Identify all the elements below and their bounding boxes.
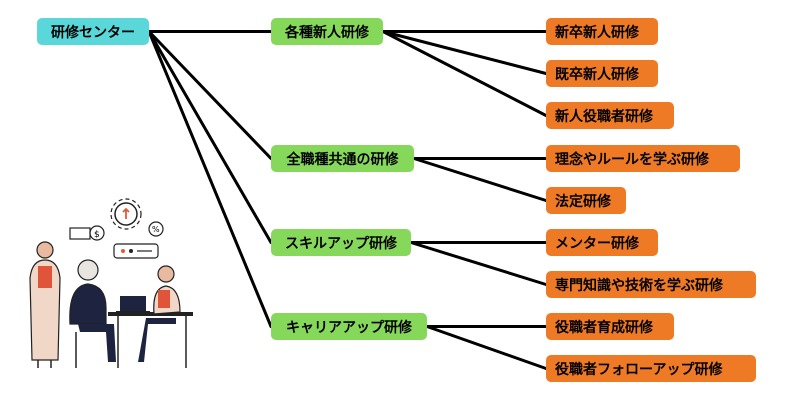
program-label: 役職者フォローアップ研修 xyxy=(555,361,723,378)
program-node: 法定研修 xyxy=(546,187,626,214)
table xyxy=(108,312,193,368)
program-node: 新卒新人研修 xyxy=(546,18,658,45)
root-node: 研修センター xyxy=(37,18,149,45)
program-label: 既卒新人研修 xyxy=(555,66,639,83)
category-node-new-hire: 各種新人研修 xyxy=(271,18,383,45)
connector-root-to-category xyxy=(147,30,273,244)
program-node: 理念やルールを学ぶ研修 xyxy=(546,145,740,172)
svg-text:$: $ xyxy=(94,230,100,240)
category-label: 各種新人研修 xyxy=(285,24,369,41)
program-node: メンター研修 xyxy=(546,229,658,256)
program-node: 役職者フォローアップ研修 xyxy=(546,355,756,382)
standing-person xyxy=(29,241,61,368)
program-label: 法定研修 xyxy=(555,193,611,210)
program-label: 新卒新人研修 xyxy=(555,24,639,41)
chat-bubble-icon xyxy=(113,243,159,259)
program-label: 新人役職者研修 xyxy=(555,108,653,125)
seated-person-right xyxy=(138,265,181,362)
connector-category-to-program xyxy=(381,30,548,117)
money-icon: $ xyxy=(69,225,105,241)
program-label: 専門知識や技術を学ぶ研修 xyxy=(555,277,723,294)
seated-person-left xyxy=(69,259,116,368)
program-label: 役職者育成研修 xyxy=(555,319,653,336)
program-node: 新人役職者研修 xyxy=(546,102,674,129)
gear-icon xyxy=(110,198,142,230)
program-node: 役職者育成研修 xyxy=(546,313,674,340)
program-node: 専門知識や技術を学ぶ研修 xyxy=(546,271,756,298)
program-node: 既卒新人研修 xyxy=(546,60,658,87)
connector-root-to-category xyxy=(147,30,273,328)
category-node-career-up: キャリアアップ研修 xyxy=(271,313,427,340)
category-label: キャリアアップ研修 xyxy=(286,319,412,336)
category-node-skill-up: スキルアップ研修 xyxy=(271,229,411,256)
connector-category-to-program xyxy=(381,30,548,75)
program-label: 理念やルールを学ぶ研修 xyxy=(555,151,709,168)
svg-text:%: % xyxy=(152,225,160,234)
connector-category-to-program xyxy=(425,325,548,370)
percent-icon: % xyxy=(148,221,164,237)
category-label: スキルアップ研修 xyxy=(285,235,397,252)
connector-category-to-program xyxy=(409,241,548,286)
category-label: 全職種共通の研修 xyxy=(286,151,399,168)
program-label: メンター研修 xyxy=(555,235,639,252)
connector-category-to-program xyxy=(412,157,548,202)
connector-root-to-category xyxy=(147,30,273,160)
root-label: 研修センター xyxy=(51,24,135,41)
laptop-icon xyxy=(116,296,150,313)
team-meeting-illustration: $ % xyxy=(29,198,193,368)
category-node-common: 全職種共通の研修 xyxy=(271,145,414,172)
